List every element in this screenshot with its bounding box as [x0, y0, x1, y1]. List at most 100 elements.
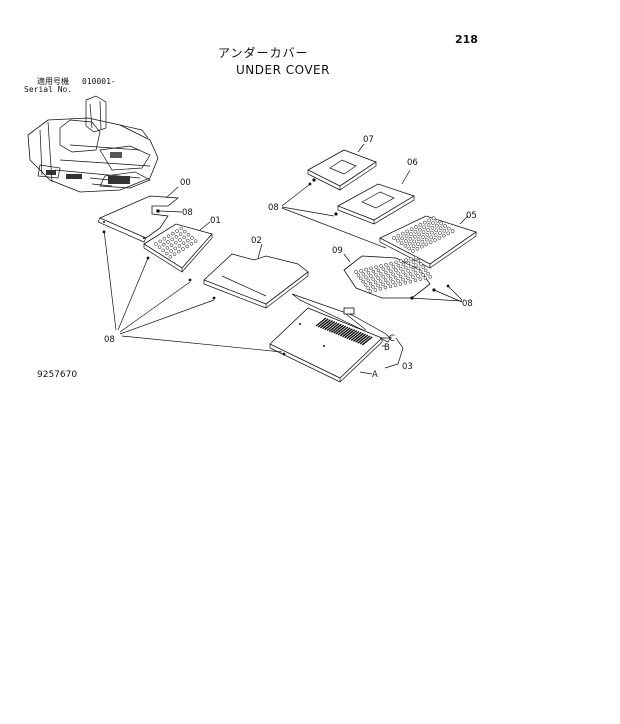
- perforation-hole: [399, 241, 404, 246]
- perforation-hole: [376, 283, 380, 288]
- perforation-hole: [359, 276, 363, 281]
- perforation-hole: [190, 236, 194, 240]
- perforation-hole: [434, 223, 439, 228]
- perforation-hole: [416, 242, 420, 246]
- perforation-hole: [386, 273, 390, 278]
- perforation-hole: [388, 284, 393, 289]
- grille-slot: [352, 332, 364, 342]
- perforation-hole: [417, 227, 422, 232]
- perforation-hole: [393, 283, 398, 287]
- perforation-hole: [168, 255, 173, 259]
- perforation-hole: [429, 235, 434, 240]
- perforation-hole: [394, 260, 398, 265]
- perforation-hole: [426, 271, 430, 276]
- perforation-hole: [165, 246, 170, 250]
- title-english: UNDER COVER: [236, 63, 330, 77]
- perforation-hole: [178, 232, 183, 236]
- perforation-hole: [425, 232, 430, 237]
- perforation-hole: [381, 275, 385, 279]
- perforation-hole: [406, 269, 410, 273]
- perforation-hole: [413, 271, 418, 275]
- perforation-hole: [450, 229, 455, 234]
- perforation-hole: [186, 238, 190, 243]
- perforation-hole: [386, 281, 390, 285]
- perforation-hole: [371, 277, 375, 281]
- perforation-hole: [381, 282, 385, 287]
- perforation-hole: [166, 234, 171, 238]
- grille-slot: [361, 336, 373, 346]
- perforation-hole: [435, 218, 440, 223]
- perforation-hole: [389, 261, 393, 266]
- callout-08-right: 08: [462, 299, 473, 309]
- perforation-hole: [446, 231, 451, 236]
- perforation-hole: [181, 247, 185, 251]
- perforation-hole: [430, 225, 435, 230]
- callout-08-upper-right: 08: [268, 203, 279, 213]
- perforation-hole: [404, 265, 408, 270]
- perforation-hole: [437, 235, 442, 240]
- perforation-hole: [433, 238, 437, 242]
- grille-slot: [317, 318, 329, 328]
- perforation-hole: [442, 228, 447, 233]
- perforation-hole: [376, 268, 381, 273]
- perforation-hole: [404, 234, 409, 239]
- perforation-hole: [374, 265, 378, 269]
- cover-part-00: [97, 186, 183, 243]
- perforation-hole: [416, 237, 421, 242]
- callout-a: A: [372, 370, 378, 380]
- perforation-hole: [169, 243, 174, 247]
- perforation-hole: [373, 280, 378, 285]
- perforation-hole: [420, 239, 425, 244]
- perforation-hole: [422, 225, 427, 230]
- perforation-hole: [165, 251, 169, 256]
- perforation-hole: [404, 239, 408, 243]
- perforation-hole: [383, 278, 388, 282]
- perforation-hole: [379, 271, 383, 276]
- perforation-hole: [391, 272, 395, 277]
- perforation-hole: [398, 274, 403, 279]
- grille-slot: [315, 317, 327, 327]
- perforation-hole: [400, 231, 405, 236]
- perforation-hole: [396, 271, 400, 275]
- perforation-hole: [433, 233, 438, 238]
- perforation-hole: [177, 244, 182, 248]
- perforation-hole: [416, 266, 420, 271]
- perforation-hole: [407, 246, 412, 251]
- callout-09: 09: [332, 246, 343, 256]
- grille-slot: [348, 330, 360, 341]
- perforation-hole: [399, 259, 403, 263]
- perforation-hole: [374, 273, 378, 277]
- perforation-hole: [396, 233, 401, 238]
- perforation-hole: [431, 221, 435, 225]
- perforation-hole: [414, 255, 418, 260]
- perforation-hole: [354, 270, 358, 274]
- perforation-hole: [411, 267, 415, 272]
- perforation-hole: [404, 258, 408, 262]
- perforation-hole: [419, 262, 423, 266]
- perforation-hole: [388, 277, 393, 281]
- perforation-hole: [369, 266, 373, 271]
- perforation-hole: [411, 249, 415, 253]
- perforation-hole: [407, 241, 412, 246]
- perforation-hole: [412, 239, 417, 244]
- perforation-hole: [383, 285, 388, 290]
- perforation-hole: [401, 277, 405, 282]
- perforation-hole: [162, 242, 166, 247]
- perforation-hole: [181, 241, 186, 245]
- cover-part-09: [343, 253, 436, 300]
- perforation-hole: [441, 233, 446, 238]
- perforation-hole: [431, 216, 436, 221]
- perforation-hole: [409, 264, 413, 269]
- perforation-hole: [421, 235, 425, 239]
- perforation-hole: [403, 243, 408, 248]
- perforation-hole: [399, 267, 403, 271]
- page-number: 218: [455, 33, 478, 46]
- perforation-hole: [359, 269, 363, 273]
- perforation-hole: [409, 232, 413, 236]
- grille-slot: [335, 325, 347, 335]
- perforation-hole: [423, 276, 428, 280]
- perforation-hole: [183, 229, 187, 234]
- callout-08-upper-left: 08: [182, 208, 193, 218]
- perforation-hole: [174, 235, 179, 239]
- perforation-hole: [423, 268, 428, 273]
